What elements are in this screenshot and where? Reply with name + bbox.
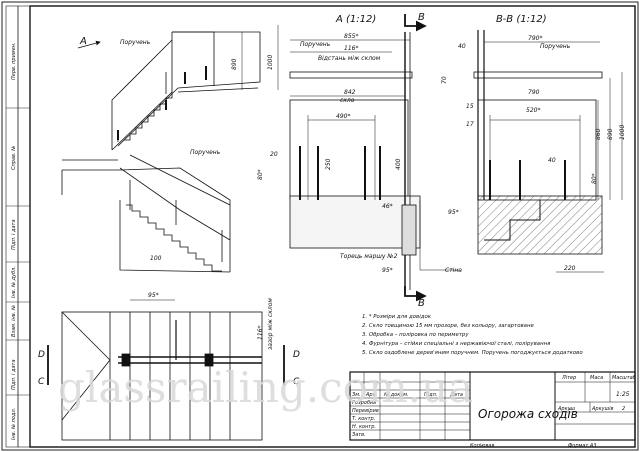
dim-95-b: 95*: [382, 267, 393, 274]
watermark: glassrailing.com.ua: [58, 363, 473, 412]
dim-116-plan: 116*: [257, 326, 264, 340]
stamp-5: Взам. інв. №: [11, 305, 17, 337]
dim-890: 890: [231, 58, 238, 70]
section-b-drawing: [473, 30, 603, 255]
dim-890-b: 890: [607, 128, 614, 140]
tb-sheets: Аркушів: [591, 406, 614, 412]
dim-1000-b: 1000: [619, 125, 626, 140]
tb-ncontrol: Н. контр.: [352, 424, 376, 430]
tb-row-3: Підп.: [424, 392, 437, 398]
dim-400: 400: [395, 158, 402, 170]
dim-95: 95*: [448, 209, 459, 216]
label-wall: Стіна: [445, 267, 462, 274]
dim-80: 80*: [257, 169, 264, 180]
cut-d-left: D: [38, 350, 45, 360]
tb-row-0: Зм.: [352, 392, 361, 398]
dim-490: 490*: [336, 113, 350, 120]
dim-70: 70: [441, 76, 448, 84]
tb-lit: Літер: [561, 375, 576, 381]
section-b-title: B-B (1:12): [496, 14, 547, 25]
dim-100: 100: [150, 255, 162, 262]
stamp-3: Підп. і дата: [11, 219, 17, 250]
tb-format: Формат А3: [568, 443, 596, 449]
label-handrail-iso: Поручень: [120, 39, 151, 46]
tb-sheets-value: 2: [622, 406, 625, 412]
dim-15: 15: [466, 103, 474, 110]
dim-40: 40: [458, 43, 466, 50]
stamp-1: Перв. примен.: [11, 42, 17, 80]
section-a-title: A (1:12): [335, 14, 376, 25]
view-arrow-a: [77, 40, 101, 49]
dim-1000: 1000: [267, 55, 274, 70]
tb-row-1: Арк.: [365, 392, 377, 398]
dim-95-plan: 95*: [148, 292, 159, 299]
stamp-4: Інв. № дубл.: [11, 266, 17, 298]
cut-c-left: C: [38, 377, 45, 387]
tb-approved: Затв.: [352, 432, 366, 438]
dim-790-star: 790*: [528, 35, 542, 42]
stamp-7: Інв. № подл.: [11, 408, 17, 440]
tb-checked: Перевірив: [352, 408, 379, 414]
stair-isometric: [61, 31, 261, 273]
tb-sheet: Аркуш: [557, 406, 576, 412]
view-arrow-a-label: A: [79, 36, 87, 47]
label-glass: скло: [340, 97, 355, 104]
tb-scale-value: 1:25: [616, 391, 630, 398]
note-4: 4. Фурнітура – стійки спеціальні з нержа…: [362, 341, 551, 347]
section-a-drawing: [289, 32, 460, 290]
dim-855: 855*: [344, 33, 358, 40]
dim-116: 116*: [344, 45, 358, 52]
label-handrail-iso-2: Поручень: [190, 149, 221, 156]
note-5: 5. Скло оздоблене дерев'яним поручнем. П…: [362, 350, 583, 356]
plan-view: [61, 311, 263, 441]
tb-title: Огорожа сходів: [478, 407, 578, 421]
dim-46: 46*: [382, 203, 393, 210]
dim-842: 842: [344, 89, 356, 96]
dim-790: 790: [528, 89, 540, 96]
dim-40-b: 40: [548, 157, 556, 164]
label-handrail-a: Поручень: [300, 41, 331, 48]
note-1: 1. * Розміри для довідок: [362, 314, 432, 320]
label-glass-gap: зазор між склом: [267, 298, 274, 350]
dim-20: 20: [270, 151, 278, 158]
dim-860: 860: [595, 128, 602, 140]
stamp-6: Підп. і дата: [11, 359, 17, 390]
tb-developed: Розробив: [352, 400, 376, 406]
dim-250: 250: [325, 158, 332, 170]
dim-17: 17: [466, 121, 474, 128]
label-handrail-b: Поручень: [540, 43, 571, 50]
tb-scale: Масштаб: [612, 375, 636, 381]
tb-mass: Маса: [590, 375, 603, 381]
tb-copied: Копіював: [470, 443, 494, 449]
note-2: 2. Скло товщиною 15 мм прозоре, без коль…: [362, 323, 535, 329]
dim-520: 520*: [526, 107, 540, 114]
label-handrail-gap: Відстань між склом: [318, 55, 381, 62]
notes: 1. * Розміри для довідок 2. Скло товщино…: [362, 314, 583, 356]
dim-220: 220: [564, 265, 576, 272]
tb-tcontrol: Т. контр.: [352, 416, 375, 422]
note-3: 3. Обробка – поліровка по периметру: [362, 332, 469, 338]
cut-c-right: C: [293, 377, 300, 387]
dim-80-b: 80*: [591, 173, 598, 184]
cut-d-right: D: [293, 350, 300, 360]
side-stamp: Перв. примен. Справ. № Підп. і дата Інв.…: [5, 5, 31, 448]
tb-row-4: Дата: [449, 392, 463, 398]
cut-b-top: B: [418, 12, 425, 23]
tb-row-2: № докум.: [383, 392, 409, 398]
stamp-2: Справ. №: [11, 146, 17, 170]
title-block: [349, 371, 636, 441]
label-stair-end: Торець маршу №2: [340, 253, 398, 260]
cut-b-bottom: B: [418, 298, 425, 309]
